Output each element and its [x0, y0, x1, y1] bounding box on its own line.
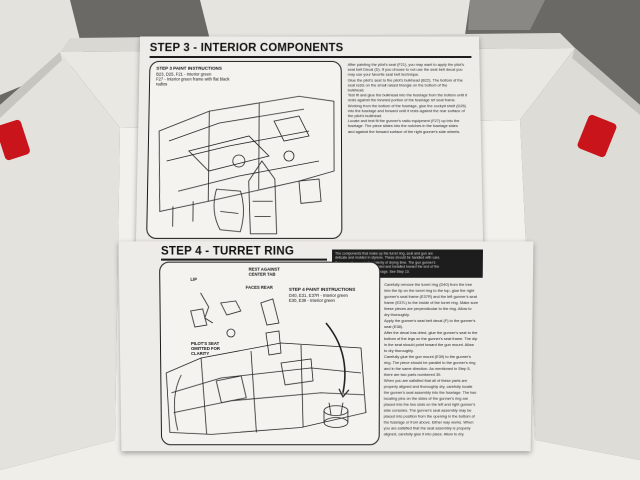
instruction-line: When you are satisfied that all of these…: [383, 377, 468, 383]
back-paper-center: [200, 0, 470, 40]
box-left-wall: [0, 52, 120, 470]
instruction-line: and in the same direction. As mentioned …: [383, 365, 471, 371]
instruction-line: placed into position from the opening in…: [383, 413, 475, 419]
instruction-line: side consoles. The gunner's seat assembl…: [383, 407, 472, 413]
step4-title: STEP 4 - TURRET RING: [160, 245, 295, 258]
instruction-line: you are satisfied that the seat assembly…: [383, 425, 471, 431]
instruction-line: in the seat should point toward the gun …: [384, 342, 475, 347]
instruction-line: seat (E38).: [384, 323, 404, 330]
step4-title-rule: [161, 258, 328, 261]
instruction-line: dry thoroughly.: [384, 311, 410, 317]
turret-ring-drawing: [160, 263, 379, 445]
instruction-line: placed into the two slots on the left an…: [383, 401, 476, 407]
box-right-wall: [520, 48, 640, 460]
instruction-line: frame (E37L) to the inside of the turret…: [384, 299, 479, 305]
instruction-line: and against the forward surface of the r…: [347, 128, 461, 134]
instruction-sheet-step3: STEP 3 - INTERIOR COMPONENTS STEP 3 PAIN…: [135, 36, 484, 246]
instruction-line: bottom of the legs on the gunner's seat …: [384, 336, 478, 342]
instruction-line: After the decal has dried, glue the gunn…: [384, 330, 478, 336]
instruction-line: gunner's seat frame (E37R) and the left …: [384, 293, 477, 299]
instruction-line: the gunner's seat assembly into the fuse…: [383, 389, 477, 395]
step4-diagram-frame: LIP REST AGAINST CENTER TAB FACES REAR P…: [159, 261, 381, 446]
instruction-line: locating pins on the sides of the gunner…: [383, 395, 469, 401]
back-paper-left: [0, 0, 85, 95]
instruction-line: Carefully remove the turret ring (D40) f…: [384, 281, 473, 287]
instruction-line: these pieces are perpendicular to the ri…: [384, 305, 472, 311]
instruction-line: the fuselage or from above. Either way w…: [383, 419, 474, 425]
instruction-line: Carefully glue the gun mount (E39) to th…: [383, 353, 471, 359]
step3-diagram-frame: STEP 3 PAINT INSTRUCTIONS B23, D25, F21 …: [146, 60, 343, 239]
instruction-line: ring. The piece should be parallel to th…: [383, 359, 476, 365]
instruction-sheet-step4: STEP 4 - TURRET RING The components that…: [118, 241, 534, 452]
instruction-line: properly aligned and thoroughly dry, car…: [383, 383, 473, 389]
instruction-line: Apply the gunner's seat belt decal (F) t…: [384, 317, 476, 323]
instruction-line: to dry thoroughly.: [383, 347, 414, 353]
step3-title: STEP 3 - INTERIOR COMPONENTS: [149, 42, 344, 55]
instruction-line: trim the tip on the turret ring to the t…: [384, 287, 475, 293]
instruction-line: there are two parts numbered 39.: [383, 371, 442, 377]
instruction-line: aligned, carefully glue it into place. A…: [383, 431, 465, 437]
step3-title-rule: [149, 56, 472, 58]
fuselage-interior-drawing: [147, 62, 341, 238]
